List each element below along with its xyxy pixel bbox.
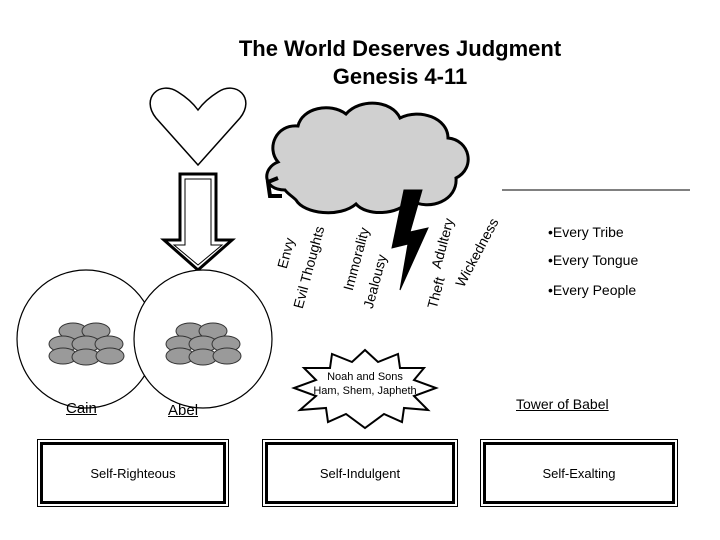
self-exalting-label: Self-Exalting <box>542 465 616 481</box>
flood-text: Noah and Sons Ham, Shem, Japheth <box>290 370 440 398</box>
heart-icon <box>149 87 247 167</box>
flood-line-2: Ham, Shem, Japheth <box>313 385 417 397</box>
self-indulgent-box: Self-Indulgent <box>262 439 458 507</box>
lightning-bolt <box>391 189 429 291</box>
cain-stones <box>48 322 125 366</box>
cain-label: Cain <box>66 400 97 417</box>
down-arrow-icon <box>160 172 236 273</box>
flood-burst <box>291 348 439 430</box>
self-righteous-box: Self-Righteous <box>37 439 229 507</box>
self-righteous-label: Self-Righteous <box>90 465 176 481</box>
page-subtitle: Genesis 4-11 <box>332 64 468 89</box>
nation-item: •Every Tongue <box>548 252 639 268</box>
flood-line-1: Noah and Sons <box>327 371 403 383</box>
self-exalting-box: Self-Exalting <box>480 439 678 507</box>
abel-label: Abel <box>168 402 199 419</box>
nation-item: •Every Tribe <box>548 224 624 240</box>
nation-item: •Every People <box>548 282 637 298</box>
abel-stones <box>165 322 242 366</box>
page-title: The World Deserves Judgment <box>238 36 562 61</box>
tower-of-babel-label: Tower of Babel <box>516 396 609 412</box>
storm-cloud <box>265 101 470 215</box>
self-indulgent-label: Self-Indulgent <box>319 465 401 481</box>
